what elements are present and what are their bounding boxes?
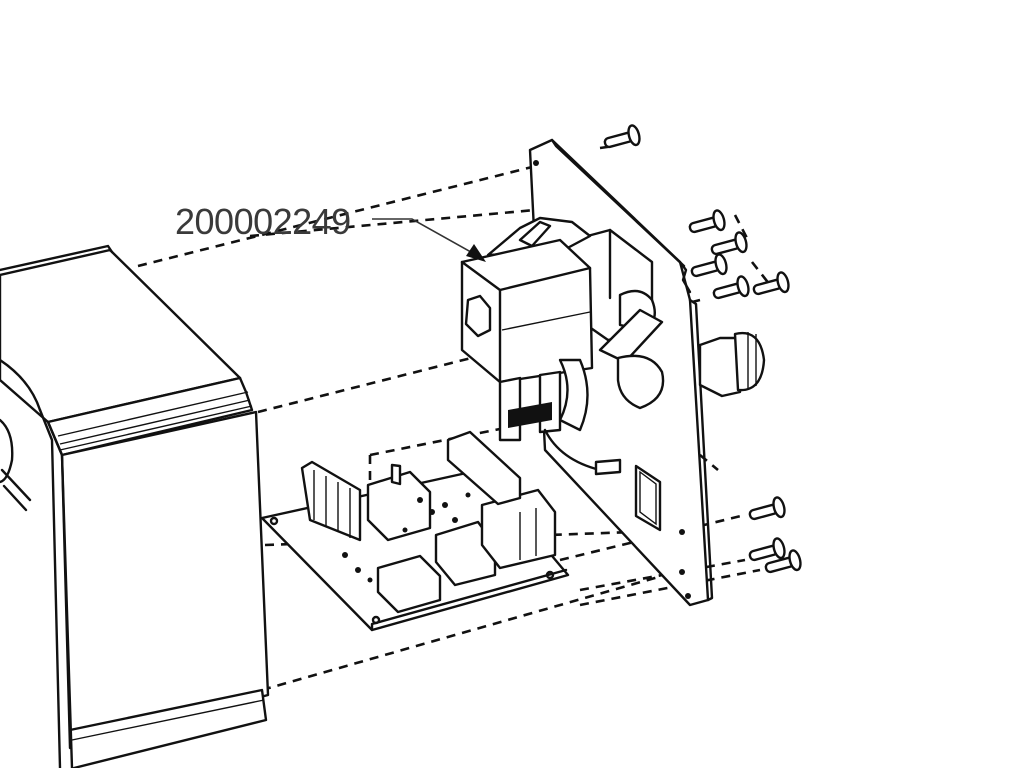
screw [710,231,748,256]
screw [752,271,790,296]
screw [748,496,786,521]
housing-cover [0,244,270,768]
arrow-head-icon [466,244,486,262]
solenoid-valve [460,216,665,476]
screw [688,209,726,234]
screw [712,275,750,300]
cable-gland [698,331,766,398]
circuit-board [260,430,570,632]
callout-leader [372,218,486,262]
screw [764,549,802,574]
screw [690,253,728,278]
screw [603,124,641,149]
screws [603,124,802,574]
screw [748,537,786,562]
part-number-callout: 200002249 [175,201,351,242]
